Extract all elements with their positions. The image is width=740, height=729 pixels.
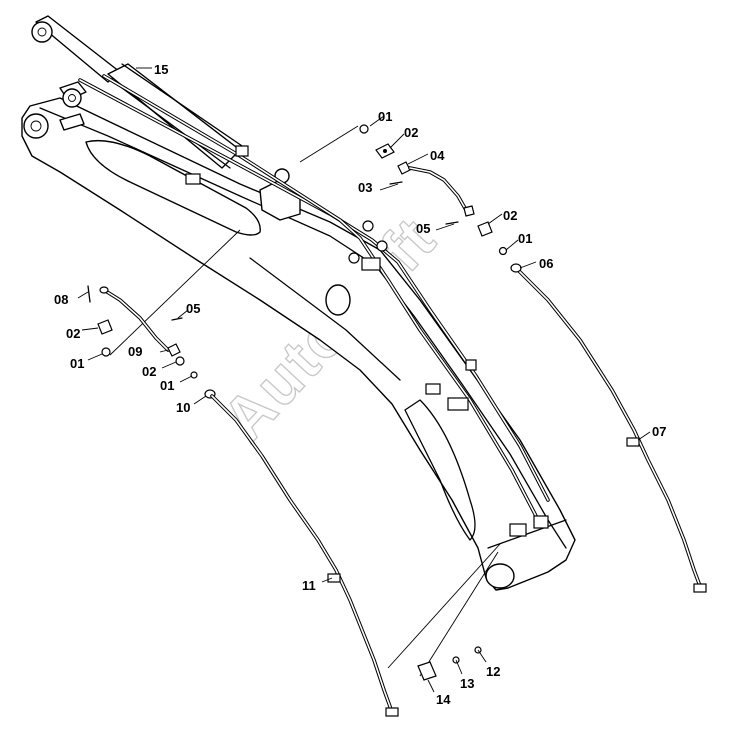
callout-10: 10 <box>176 400 190 415</box>
callout-08: 08 <box>54 292 68 307</box>
callout-01-top: 01 <box>378 109 392 124</box>
callout-02-lower: 02 <box>142 364 156 379</box>
callout-01-lower: 01 <box>160 378 174 393</box>
callout-05-left: 05 <box>186 301 200 316</box>
callout-09: 09 <box>128 344 142 359</box>
callout-01-right: 01 <box>518 231 532 246</box>
callout-14: 14 <box>436 692 451 707</box>
callout-02-right: 02 <box>503 208 517 223</box>
callout-15: 15 <box>154 62 168 77</box>
callout-labels: 01 02 04 03 05 02 01 06 15 08 02 01 05 0… <box>54 62 666 707</box>
callout-07: 07 <box>652 424 666 439</box>
callout-06: 06 <box>539 256 553 271</box>
right-hose-assembly <box>299 124 707 593</box>
callout-11: 11 <box>302 578 316 593</box>
left-hose-assembly <box>87 229 399 717</box>
boom-piping <box>78 74 550 537</box>
callout-05-right: 05 <box>416 221 430 236</box>
callout-12: 12 <box>486 664 500 679</box>
callout-02-top: 02 <box>404 125 418 140</box>
callout-04: 04 <box>430 148 445 163</box>
callout-02-left: 02 <box>66 326 80 341</box>
callout-03: 03 <box>358 180 372 195</box>
callout-01-left: 01 <box>70 356 84 371</box>
leader-lines <box>77 67 651 693</box>
bottom-clamp-assembly <box>387 543 501 681</box>
callout-13: 13 <box>460 676 474 691</box>
